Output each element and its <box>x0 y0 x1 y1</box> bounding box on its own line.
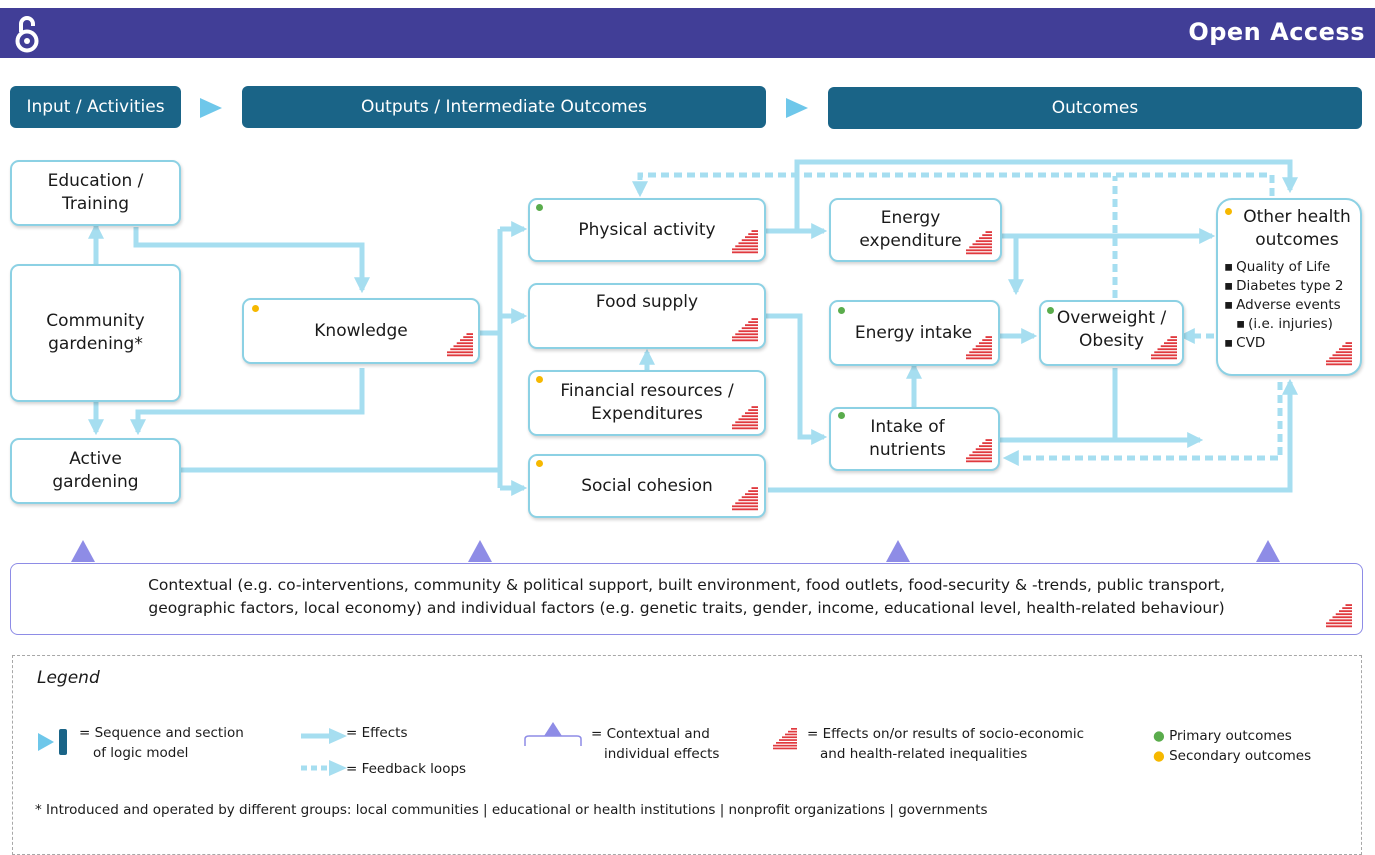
list-item: Adverse events <box>1224 296 1343 315</box>
arrow-knowledge-to-active <box>129 368 365 436</box>
legend-footnote: * Introduced and operated by different g… <box>35 802 988 818</box>
secondary-outcome-dot <box>252 305 259 312</box>
context-triangle-icon <box>71 540 95 562</box>
node-energy-expenditure: Energy expenditure <box>829 198 1002 262</box>
inequality-icon <box>966 231 992 255</box>
arrow-social-to-other <box>768 378 1299 493</box>
header-input-activities: Input / Activities <box>10 86 181 128</box>
legend-title: Legend <box>37 668 100 688</box>
sequence-arrow-icon <box>200 98 222 118</box>
arrow-physical-to-other <box>794 159 1299 231</box>
context-line-1: Contextual (e.g. co-interventions, commu… <box>148 576 1225 594</box>
context-triangle-icon <box>886 540 910 562</box>
inequality-icon <box>1326 342 1352 366</box>
inequality-icon <box>966 439 992 463</box>
other-health-title: Other health outcomes <box>1243 207 1351 250</box>
primary-outcome-dot <box>1047 307 1054 314</box>
inequality-icon <box>773 728 797 750</box>
open-access-label: Open Access <box>1188 18 1365 46</box>
inequality-icon <box>732 230 758 254</box>
node-community-gardening: Community gardening* <box>10 264 181 402</box>
inequality-icon <box>732 318 758 342</box>
node-knowledge: Knowledge <box>242 298 480 364</box>
context-triangle-icon <box>1256 540 1280 562</box>
contextual-factors-box: Contextual (e.g. co-interventions, commu… <box>10 563 1363 635</box>
primary-outcome-dot <box>838 307 845 314</box>
sequence-arrow-icon <box>786 98 808 118</box>
sequence-section-icon <box>38 729 67 755</box>
list-item: Diabetes type 2 <box>1224 277 1343 296</box>
node-energy-intake: Energy intake <box>829 300 1000 366</box>
node-active-gardening: Active gardening <box>10 438 181 504</box>
inequality-icon <box>1151 336 1177 360</box>
header-outcomes: Outcomes <box>828 87 1362 129</box>
feedback-loop-icon <box>301 760 347 776</box>
legend-secondary-text: Secondary outcomes <box>1169 748 1312 764</box>
node-physical-activity: Physical activity <box>528 198 766 262</box>
node-food-supply: Food supply <box>528 283 766 349</box>
legend-inequalities-text: = Effects on/or results of socio-economi… <box>807 726 1085 762</box>
effects-arrow-icon <box>301 728 347 744</box>
secondary-outcome-dot <box>536 376 543 383</box>
other-health-list: Quality of Life Diabetes type 2 Adverse … <box>1224 258 1343 353</box>
header-outputs: Outputs / Intermediate Outcomes <box>242 86 766 128</box>
node-other-health-outcomes: Other health outcomes Quality of Life Di… <box>1216 198 1362 376</box>
list-item: CVD <box>1224 334 1343 353</box>
primary-outcome-dot <box>536 204 543 211</box>
node-financial-resources: Financial resources / Expenditures <box>528 370 766 436</box>
node-intake-of-nutrients: Intake of nutrients <box>829 407 1000 471</box>
context-triangle-icon <box>468 540 492 562</box>
primary-outcome-dot <box>838 412 845 419</box>
list-item: Quality of Life <box>1224 258 1343 277</box>
arrow-food-to-nutrients <box>766 313 828 446</box>
inequality-icon <box>732 487 758 511</box>
inequality-icon <box>732 406 758 430</box>
list-item: (i.e. injuries) <box>1224 315 1343 334</box>
feedback-to-nutrients <box>1002 382 1283 467</box>
node-social-cohesion: Social cohesion <box>528 454 766 518</box>
legend-outcome-types: ● Primary outcomes ● Secondary outcomes <box>1153 728 1312 764</box>
legend-feedback-text: = Feedback loops <box>346 761 467 777</box>
node-education-training: Education / Training <box>10 160 181 226</box>
secondary-outcome-dot <box>536 460 543 467</box>
secondary-outcome-dot <box>1225 208 1232 215</box>
legend-primary-text: Primary outcomes <box>1169 728 1292 744</box>
legend-effects-text: = Effects <box>346 725 408 741</box>
contextual-effects-icon <box>524 722 582 746</box>
inequality-icon <box>966 336 992 360</box>
context-line-2: geographic factors, local economy) and i… <box>148 599 1225 617</box>
inequality-icon <box>447 333 473 357</box>
open-access-lock-icon <box>15 16 39 53</box>
inequality-icon <box>1326 604 1352 628</box>
arrow-education-to-knowledge <box>133 227 371 294</box>
top-banner: Open Access <box>0 8 1375 58</box>
feedback-to-physical <box>631 172 1275 198</box>
